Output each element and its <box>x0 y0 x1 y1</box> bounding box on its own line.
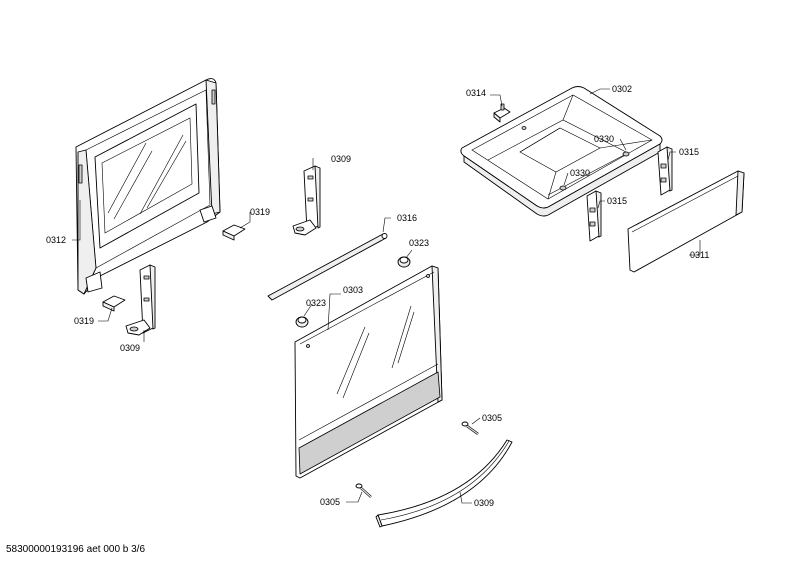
document-reference: 58300000193196 aet 000 b 3/6 <box>6 544 145 555</box>
callout-0319-upper: 0319 <box>250 207 270 217</box>
leader-lines <box>72 88 701 504</box>
part-door-seal-rod <box>267 233 388 301</box>
callout-0302: 0302 <box>612 84 632 94</box>
part-tray-clip <box>493 103 511 123</box>
part-side-panel <box>627 170 745 273</box>
part-glass-door-panel <box>294 265 443 479</box>
callout-0305-left: 0305 <box>320 497 340 507</box>
callout-0309-handle: 0309 <box>474 498 494 508</box>
part-screw-right <box>461 421 479 435</box>
part-door-hinge-lower <box>125 264 156 336</box>
callout-0323-upper: 0323 <box>409 238 429 248</box>
callout-0323-lower: 0323 <box>306 298 326 308</box>
part-door-bumper-lower <box>295 316 309 328</box>
callout-0312: 0312 <box>46 235 66 245</box>
callout-0330-lower: 0330 <box>570 168 590 178</box>
callout-0315-upper: 0315 <box>679 147 699 157</box>
part-door-handle <box>375 439 513 528</box>
part-door-bumper-upper <box>397 256 411 268</box>
part-small-bracket-lower <box>102 295 126 312</box>
callout-0309-lower: 0309 <box>120 343 140 353</box>
callout-0314: 0314 <box>466 88 486 98</box>
part-small-bracket-upper <box>222 224 246 241</box>
callout-0305-right: 0305 <box>482 413 502 423</box>
part-door-hinge-upper <box>292 165 321 236</box>
callout-0330-upper: 0330 <box>594 134 614 144</box>
part-mount-bracket-lower <box>586 190 602 242</box>
part-outer-door-frame <box>75 78 221 295</box>
callout-labels: 0312 0319 0309 0319 0309 0316 0323 0303 … <box>46 84 709 508</box>
callout-0316: 0316 <box>397 213 417 223</box>
part-mount-bracket-upper <box>657 146 673 196</box>
callout-0309-upper: 0309 <box>331 154 351 164</box>
callout-0311: 0311 <box>690 250 709 260</box>
part-screw-left <box>355 483 372 498</box>
callout-0315-lower: 0315 <box>607 196 627 206</box>
callout-0319-lower: 0319 <box>74 316 94 326</box>
callout-0303: 0303 <box>343 285 363 295</box>
part-drip-tray <box>460 86 663 217</box>
